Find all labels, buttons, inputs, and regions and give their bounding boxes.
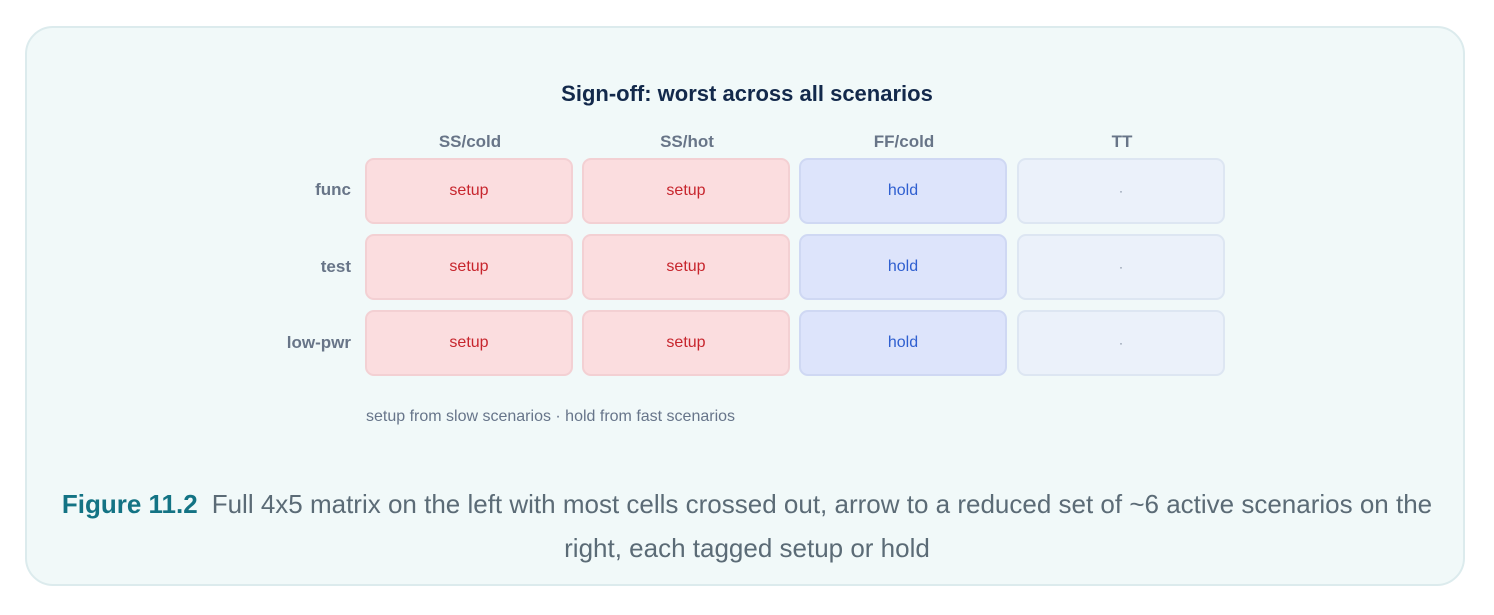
matrix-cell: ·	[1017, 234, 1225, 300]
matrix-cell: setup	[582, 310, 790, 376]
matrix-cell: setup	[365, 234, 573, 300]
column-header-ss-cold: SS/cold	[438, 132, 502, 151]
matrix-cell: setup	[365, 158, 573, 224]
matrix-cell: ·	[1017, 158, 1225, 224]
column-header-tt: TT	[1111, 132, 1133, 151]
matrix-cell: setup	[365, 310, 573, 376]
matrix-cell: hold	[799, 158, 1007, 224]
column-header-ff-cold: FF/cold	[873, 132, 935, 151]
legend-note: setup from slow scenarios · hold from fa…	[366, 408, 736, 425]
diagram-title: Sign-off: worst across all scenarios	[561, 81, 933, 106]
figure-label: Figure 11.2	[61, 489, 198, 519]
figure-card	[25, 26, 1465, 586]
figure-caption: Figure 11.2 Full 4x5 matrix on the left w…	[60, 482, 1434, 570]
matrix-cell: setup	[582, 158, 790, 224]
column-header-ss-hot: SS/hot	[660, 132, 714, 151]
row-header-func: func	[315, 180, 351, 199]
caption-text: Full 4x5 matrix on the left with most ce…	[211, 489, 1433, 563]
matrix-cell: ·	[1017, 310, 1225, 376]
matrix-cell: setup	[582, 234, 790, 300]
matrix-cell: hold	[799, 310, 1007, 376]
row-header-low-pwr: low-pwr	[286, 333, 351, 352]
row-header-test: test	[320, 257, 351, 276]
matrix-cell: hold	[799, 234, 1007, 300]
